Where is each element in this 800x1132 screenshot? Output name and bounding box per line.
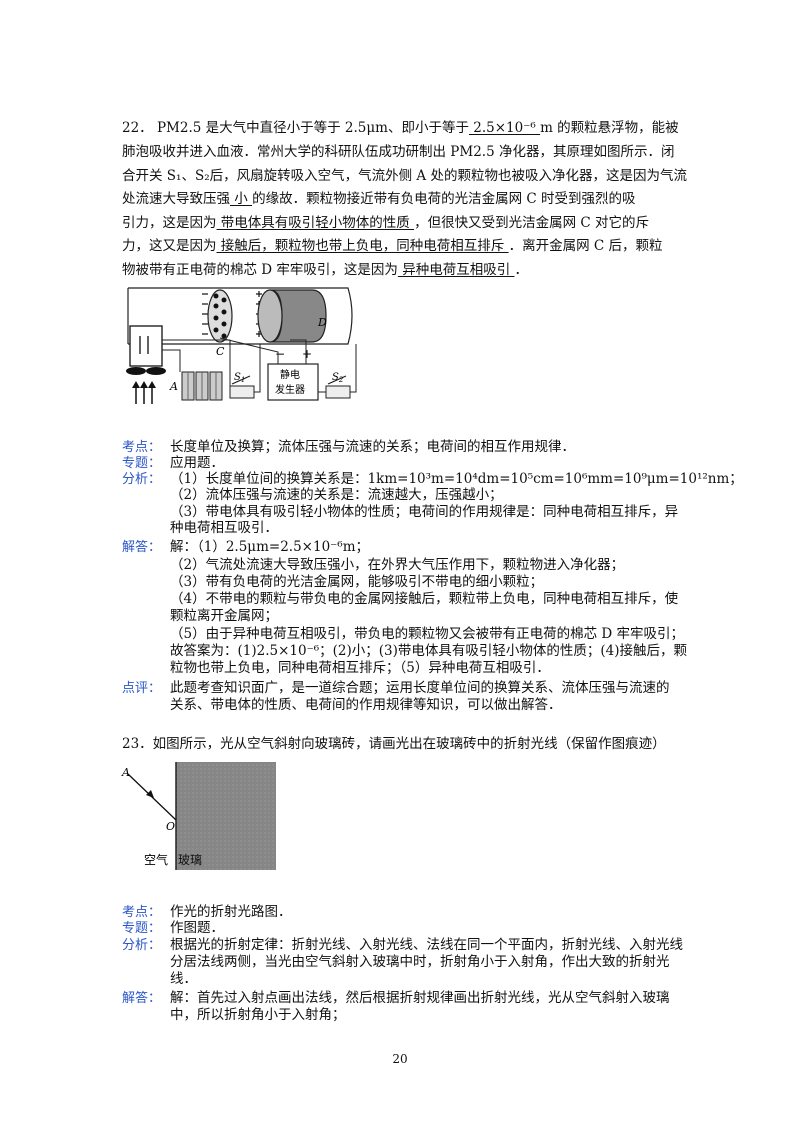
label-c: C (216, 345, 225, 358)
fenxi-text: 种电荷相互吸引． (170, 520, 278, 536)
arrow-icon (146, 790, 154, 798)
q22-text: 处流速大导致压强 (122, 191, 230, 207)
label-a: A (169, 380, 178, 393)
kaodian-text: 长度单位及换算；流体压强与流速的关系；电荷间的相互作用规律． (170, 439, 575, 455)
jieda-row-23: 解答： 解：首先过入射点画出法线，然后根据折射规律画出折射光线，光从空气斜射入玻璃 (122, 990, 670, 1007)
zhuanti-label: 专题： (122, 456, 162, 471)
fenxi-label: 分析： (122, 938, 162, 953)
fenxi-text: 线． (170, 971, 197, 987)
switch-s2 (325, 385, 351, 399)
circuit-wires (162, 337, 357, 393)
label-o: O (166, 820, 175, 833)
jieda-text: 解：（1）2.5μm=2.5×10⁻⁶m； (170, 539, 369, 555)
label-s2: S2 (332, 372, 344, 384)
jieda-row-22: 解答： 解：（1）2.5μm=2.5×10⁻⁶m； (122, 539, 369, 556)
dianping-label: 点评： (122, 681, 162, 696)
airflow-arrows-icon (135, 386, 153, 404)
metal-net-c (207, 289, 233, 343)
zhuanti-text: 作图题． (170, 920, 224, 936)
battery-pack (181, 371, 223, 401)
q22-line-5: 引力，这是因为 带电体具有吸引轻小物体的性质 ，但很快又受到光洁金属网 C 对它… (122, 215, 649, 231)
generator-label-1: 静电 (280, 368, 300, 381)
fenxi-text: （2）流体压强与流速的关系是：流速越大，压强越小； (170, 487, 503, 503)
purifier-diagram: C D A S1 静电 发生器 − + S2 (126, 287, 357, 404)
jieda-text: 故答案为：(1)2.5×10⁻⁶；(2)小；(3)带电体具有吸引轻小物体的性质；… (170, 643, 687, 659)
switch-s1 (229, 385, 255, 399)
jieda-text: （3）带有负电荷的光洁金属网，能够吸引不带电的细小颗粒； (170, 574, 544, 590)
kaodian-row-23: 考点： 作光的折射光路图． (122, 904, 292, 921)
answer-blank-5: 异种电荷互相吸引 (397, 262, 515, 278)
q22-line-3: 合开关 S₁、S₂后，风扇旋转吸入空气，气流外侧 A 处的颗粒物也被吸入净化器，… (122, 168, 687, 184)
q22-line-2: 肺泡吸收并进入血液．常州大学的科研队伍成功研制出 PM2.5 净化器，其原理如图… (122, 144, 675, 160)
jieda-text: （5）由于异种电荷互相吸引，带负电的颗粒物又会被带有正电荷的棉芯 D 牢牢吸引； (170, 626, 684, 642)
label-s1: S1 (234, 372, 245, 384)
fan-blade (126, 367, 146, 375)
generator-label-2: 发生器 (275, 383, 305, 396)
answer-blank-3: 带电体具有吸引轻小物体的性质 (216, 215, 415, 231)
q22-text: m 的颗粒悬浮物，能被 (540, 120, 679, 136)
kaodian-label: 考点： (122, 905, 162, 920)
jieda-text: （4）不带电的颗粒与带负电的金属网接触后，颗粒带上负电，同种电荷相互排斥，使 (170, 591, 679, 607)
fenxi-text: 分居法线两侧，当光由空气斜射入玻璃中时，折射角小于入射角，作出大致的折射光 (170, 954, 670, 970)
kaodian-text: 作光的折射光路图． (170, 904, 292, 920)
purifier-tube (128, 287, 353, 345)
fenxi-text: 根据光的折射定律：折射光线、入射光线、法线在同一个平面内，折射光线、入射光线 (170, 937, 683, 953)
zhuanti-label: 专题： (122, 921, 162, 936)
dianping-row-22: 点评： 此题考查知识面广，是一道综合题；运用长度单位间的换算关系、流体压强与流速的 (122, 680, 670, 697)
minus-terminal: − (275, 347, 285, 361)
glass-label: 玻璃 (178, 853, 202, 867)
jieda-label: 解答： (122, 991, 162, 1006)
q22-text: ．离开金属网 C 后，颗粒 (508, 238, 663, 254)
jieda-text: 颗粒离开金属网； (170, 608, 278, 624)
q22-line-7: 物被带有正电荷的棉芯 D 牢牢吸引，这是因为 异种电荷互相吸引 ． (122, 262, 528, 278)
q23-text: 23．如图所示，光从空气斜射向玻璃砖，请画光出在玻璃砖中的折射光线（保留作图痕迹… (122, 736, 666, 752)
q22-line-1: 22． PM2.5 是大气中直径小于等于 2.5μm、即小于等于 2.5×10⁻… (122, 120, 679, 136)
fenxi-text: （3）带电体具有吸引轻小物体的性质；电荷间的作用规律是：同种电荷相互排斥，异 (170, 504, 679, 520)
jieda-text: 粒物也带上负电，同种电荷相互排斥；（5）异种电荷互相吸引． (170, 660, 550, 676)
fenxi-text: （1）长度单位间的换算关系是：1km=10³m=10⁴dm=10⁵cm=10⁶m… (170, 471, 743, 487)
q22-text: ，但很快又受到光洁金属网 C 对它的斥 (414, 215, 650, 231)
q22-line-4: 处流速大导致压强 小 的缘故．颗粒物接近带有负电荷的光洁金属网 C 时受到强烈的… (122, 191, 636, 207)
dianping-text: 关系、带电体的性质、电荷间的作用规律等知识，可以做出解答． (170, 697, 562, 713)
plus-terminal: + (302, 347, 312, 361)
zhuanti-row-22: 专题： 应用题． (122, 455, 224, 472)
page-number: 20 (392, 1052, 408, 1066)
fenxi-row-23: 分析： 根据光的折射定律：折射光线、入射光线、法线在同一个平面内，折射光线、入射光… (122, 937, 683, 954)
q22-text: ． (514, 262, 529, 278)
electrostatic-generator (267, 363, 319, 401)
q22-text: 的缘故．颗粒物接近带有负电荷的光洁金属网 C 时受到强烈的吸 (252, 191, 636, 207)
q22-text: 物被带有正电荷的棉芯 D 牢牢吸引，这是因为 (122, 262, 398, 278)
kaodian-row-22: 考点： 长度单位及换算；流体压强与流速的关系；电荷间的相互作用规律． (122, 439, 575, 456)
answer-blank-4: 接触后，颗粒物也带上负电，同种电荷相互排斥 (216, 238, 509, 254)
air-label: 空气 (144, 852, 168, 867)
q22-text: 引力，这是因为 (122, 215, 217, 231)
answer-blank-1: 2.5×10⁻⁶ (468, 120, 541, 136)
dianping-text: 此题考查知识面广，是一道综合题；运用长度单位间的换算关系、流体压强与流速的 (170, 680, 670, 696)
q22-line-6: 力，这又是因为 接触后，颗粒物也带上负电，同种电荷相互排斥 ．离开金属网 C 后… (122, 238, 663, 254)
label-a: A (121, 766, 130, 779)
fenxi-label: 分析： (122, 472, 162, 487)
zhuanti-row-23: 专题： 作图题． (122, 920, 224, 937)
jieda-text: 中，所以折射角小于入射角； (170, 1007, 346, 1023)
zhuanti-text: 应用题． (170, 455, 224, 471)
jieda-label: 解答： (122, 540, 162, 555)
label-d: D (317, 316, 327, 329)
jieda-text: 解：首先过入射点画出法线，然后根据折射规律画出折射光线，光从空气斜射入玻璃 (170, 990, 670, 1006)
refraction-diagram: A O 空气 玻璃 (121, 762, 276, 870)
fan-motor-box (129, 325, 163, 367)
kaodian-label: 考点： (122, 440, 162, 455)
q22-text: 力，这又是因为 (122, 238, 217, 254)
fenxi-row-22: 分析： （1）长度单位间的换算关系是：1km=10³m=10⁴dm=10⁵cm=1… (122, 471, 743, 488)
jieda-text: （2）气流处流速大导致压强小，在外界大气压作用下，颗粒物进入净化器； (170, 557, 625, 573)
answer-blank-2: 小 (230, 191, 253, 207)
q22-text: 22． PM2.5 是大气中直径小于等于 2.5μm、即小于等于 (122, 120, 469, 136)
